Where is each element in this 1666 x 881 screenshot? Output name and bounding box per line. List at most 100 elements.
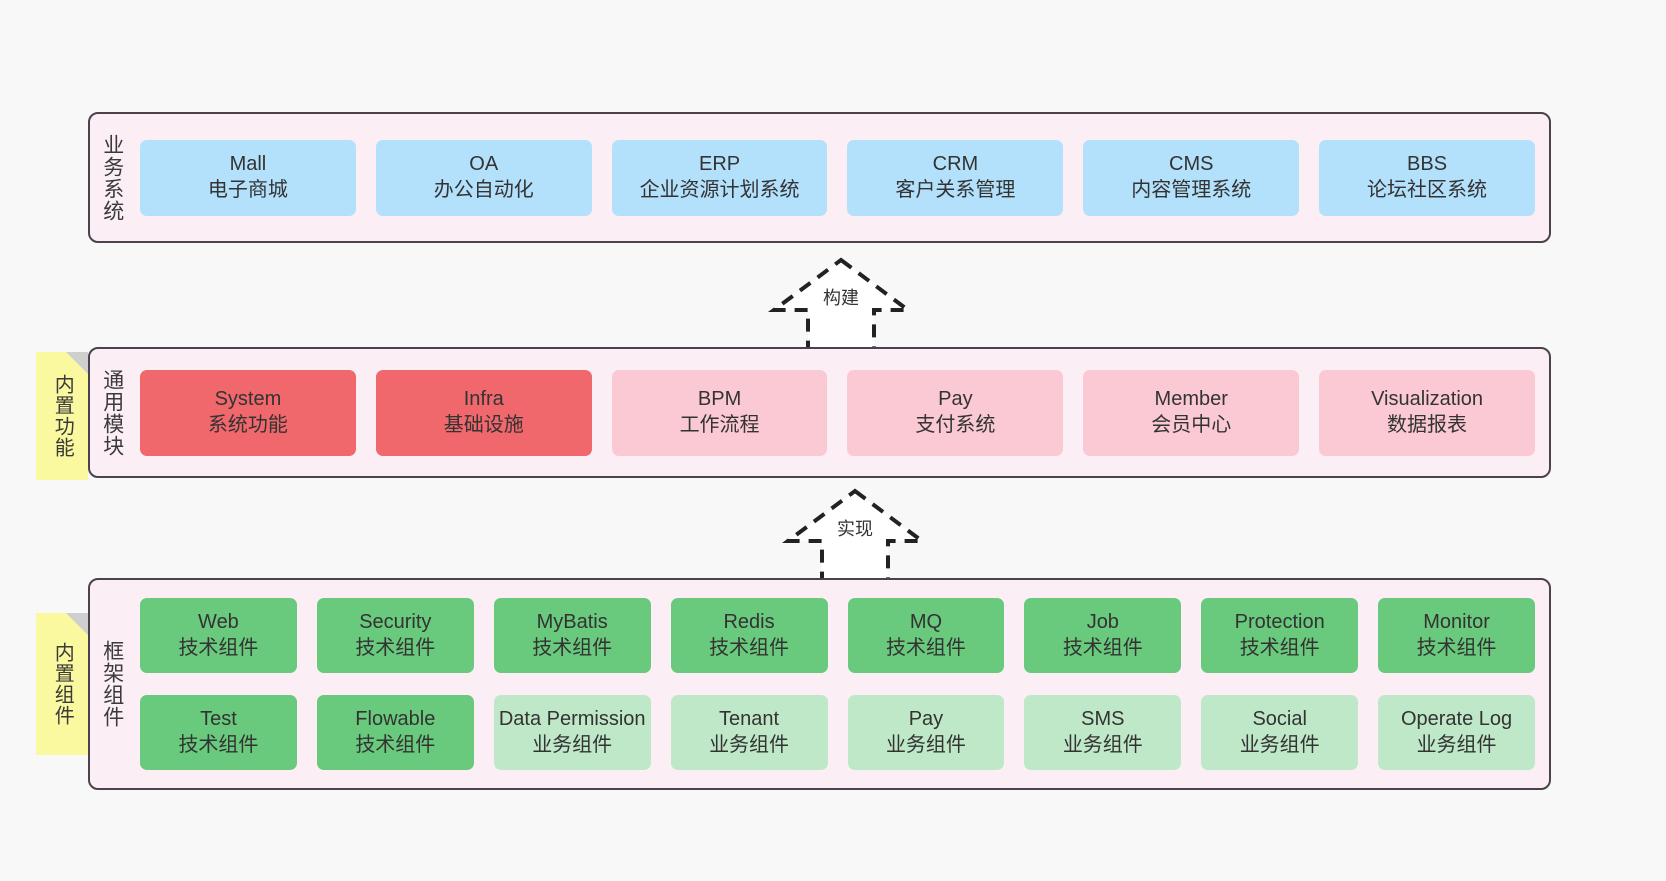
card-title: SMS xyxy=(1081,707,1125,730)
module-card-system[interactable]: System 系统功能 xyxy=(140,369,356,456)
framework-card-pay[interactable]: Pay 业务组件 xyxy=(847,695,1005,770)
card-title: System xyxy=(214,387,282,410)
card-title: Tenant xyxy=(719,707,780,730)
builtin-function-note-label: 内置功能 xyxy=(51,374,74,458)
card-title: Data Permission xyxy=(498,707,646,730)
card-title: Test xyxy=(200,707,237,730)
card-title: OA xyxy=(469,152,499,175)
card-subtitle: 业务组件 xyxy=(1239,733,1320,756)
card-subtitle: 技术组件 xyxy=(709,636,790,659)
framework-card-mq[interactable]: MQ 技术组件 xyxy=(847,598,1005,673)
framework-card-job[interactable]: Job 技术组件 xyxy=(1024,598,1182,673)
card-title: Monitor xyxy=(1423,610,1490,633)
card-title: BPM xyxy=(697,387,742,410)
framework-card-redis[interactable]: Redis 技术组件 xyxy=(670,598,828,673)
framework-card-social[interactable]: Social 业务组件 xyxy=(1201,695,1359,770)
business-card-bbs[interactable]: BBS 论坛社区系统 xyxy=(1319,139,1535,216)
modules-layer-title: 通用模块 xyxy=(100,368,124,457)
card-subtitle: 会员中心 xyxy=(1151,413,1232,436)
card-subtitle: 业务组件 xyxy=(1062,733,1143,756)
card-title: Mall xyxy=(229,152,267,175)
business-card-mall[interactable]: Mall 电子商城 xyxy=(140,139,356,216)
build-arrow: 构建 xyxy=(756,252,926,352)
business-card-erp[interactable]: ERP 企业资源计划系统 xyxy=(611,139,828,216)
realize-arrow: 实现 xyxy=(770,483,940,583)
business-layer-title: 业务系统 xyxy=(100,133,124,222)
card-subtitle: 业务组件 xyxy=(532,733,613,756)
card-title: BBS xyxy=(1407,152,1448,175)
card-subtitle: 企业资源计划系统 xyxy=(639,178,800,201)
business-card-oa[interactable]: OA 办公自动化 xyxy=(375,139,592,216)
business-card-row: Mall 电子商城 OA 办公自动化 ERP 企业资源计划系统 CRM 客户关系管理 CMS 内容… xyxy=(140,139,1535,216)
card-subtitle: 电子商城 xyxy=(207,178,288,201)
realize-arrow-label: 实现 xyxy=(837,519,873,539)
card-title: MQ xyxy=(909,610,943,633)
framework-card-sms[interactable]: SMS 业务组件 xyxy=(1024,695,1182,770)
module-card-infra[interactable]: Infra 基础设施 xyxy=(375,369,592,456)
card-title: Redis xyxy=(723,610,775,633)
card-subtitle: 客户关系管理 xyxy=(895,178,1016,201)
builtin-component-note-label: 内置组件 xyxy=(51,642,74,726)
card-title: Operate Log xyxy=(1400,707,1513,730)
card-subtitle: 基础设施 xyxy=(443,413,524,436)
build-arrow-label: 构建 xyxy=(823,288,859,308)
framework-card-operate-log[interactable]: Operate Log 业务组件 xyxy=(1378,695,1535,770)
card-subtitle: 技术组件 xyxy=(178,636,259,659)
note-fold-icon xyxy=(66,352,88,374)
card-title: Social xyxy=(1252,707,1307,730)
card-subtitle: 业务组件 xyxy=(885,733,966,756)
card-title: CMS xyxy=(1169,152,1214,175)
card-subtitle: 系统功能 xyxy=(207,413,288,436)
card-subtitle: 办公自动化 xyxy=(433,178,534,201)
card-subtitle: 支付系统 xyxy=(915,413,996,436)
framework-card-data-permission[interactable]: Data Permission 业务组件 xyxy=(493,695,651,770)
business-layer-body: Mall 电子商城 OA 办公自动化 ERP 企业资源计划系统 CRM 客户关系管理 CMS 内容… xyxy=(134,114,1549,241)
card-title: Flowable xyxy=(355,707,436,730)
card-title: Web xyxy=(198,610,239,633)
card-subtitle: 技术组件 xyxy=(532,636,613,659)
framework-card-web[interactable]: Web 技术组件 xyxy=(140,598,297,673)
card-title: ERP xyxy=(699,152,741,175)
business-card-crm[interactable]: CRM 客户关系管理 xyxy=(847,139,1064,216)
card-subtitle: 技术组件 xyxy=(1062,636,1143,659)
framework-layer-title: 框架组件 xyxy=(100,640,124,728)
card-subtitle: 技术组件 xyxy=(178,733,259,756)
realize-arrow-shape xyxy=(781,488,929,583)
build-arrow-shape xyxy=(767,257,915,352)
framework-card-test[interactable]: Test 技术组件 xyxy=(140,695,297,770)
business-card-cms[interactable]: CMS 内容管理系统 xyxy=(1083,139,1300,216)
card-subtitle: 技术组件 xyxy=(355,636,436,659)
card-title: Infra xyxy=(463,387,504,410)
card-subtitle: 技术组件 xyxy=(885,636,966,659)
card-title: Pay xyxy=(908,707,944,730)
builtin-function-note: 内置功能 xyxy=(36,352,88,480)
framework-card-mybatis[interactable]: MyBatis 技术组件 xyxy=(493,598,651,673)
card-title: Job xyxy=(1086,610,1119,633)
card-subtitle: 业务组件 xyxy=(1416,733,1497,756)
card-subtitle: 数据报表 xyxy=(1387,413,1468,436)
card-title: Visualization xyxy=(1371,387,1484,410)
card-subtitle: 内容管理系统 xyxy=(1131,178,1252,201)
card-title: Protection xyxy=(1234,610,1325,633)
card-title: CRM xyxy=(932,152,979,175)
framework-card-monitor[interactable]: Monitor 技术组件 xyxy=(1378,598,1535,673)
card-subtitle: 技术组件 xyxy=(1416,636,1497,659)
card-title: MyBatis xyxy=(536,610,608,633)
note-fold-icon xyxy=(66,613,88,635)
card-subtitle: 论坛社区系统 xyxy=(1367,178,1488,201)
module-card-visualization[interactable]: Visualization 数据报表 xyxy=(1319,369,1535,456)
business-system-layer: 业务系统 Mall 电子商城 OA 办公自动化 ERP 企业资源计划系统 CRM 客户关系管理… xyxy=(88,112,1551,243)
